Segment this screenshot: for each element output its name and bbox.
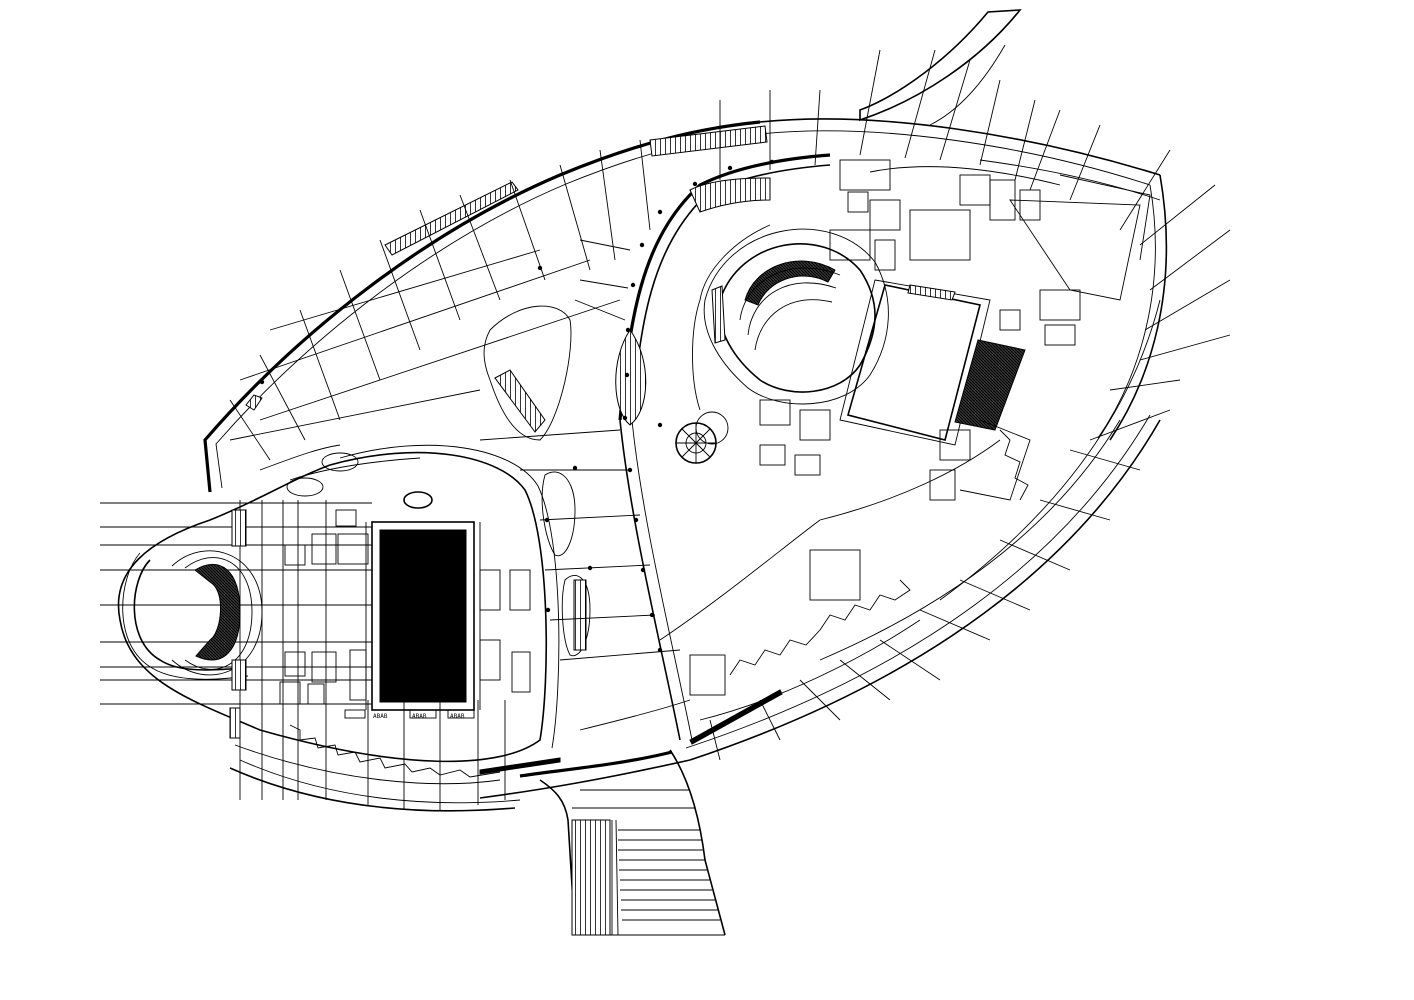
theatre-seating-west [194, 564, 241, 661]
west-wing: ABAB ABAB ABAB [100, 444, 561, 810]
central-plaza [245, 125, 831, 741]
west-stairs [344, 709, 475, 719]
glazed-lens [615, 329, 647, 426]
stage-fly-tower [954, 339, 1026, 431]
column-markers [259, 159, 775, 653]
entry-stair-left [571, 819, 611, 936]
theatre-seating-east [744, 260, 836, 306]
stair-label-2: ABAB [412, 713, 427, 720]
outer-envelope [203, 9, 1168, 812]
stair-label-3: ABAB [450, 713, 465, 720]
entry-bridge [519, 749, 726, 936]
stair-label-1: ABAB [373, 713, 388, 720]
black-hall [379, 529, 467, 703]
east-wing [659, 159, 1151, 745]
structural-grid [229, 49, 1231, 761]
